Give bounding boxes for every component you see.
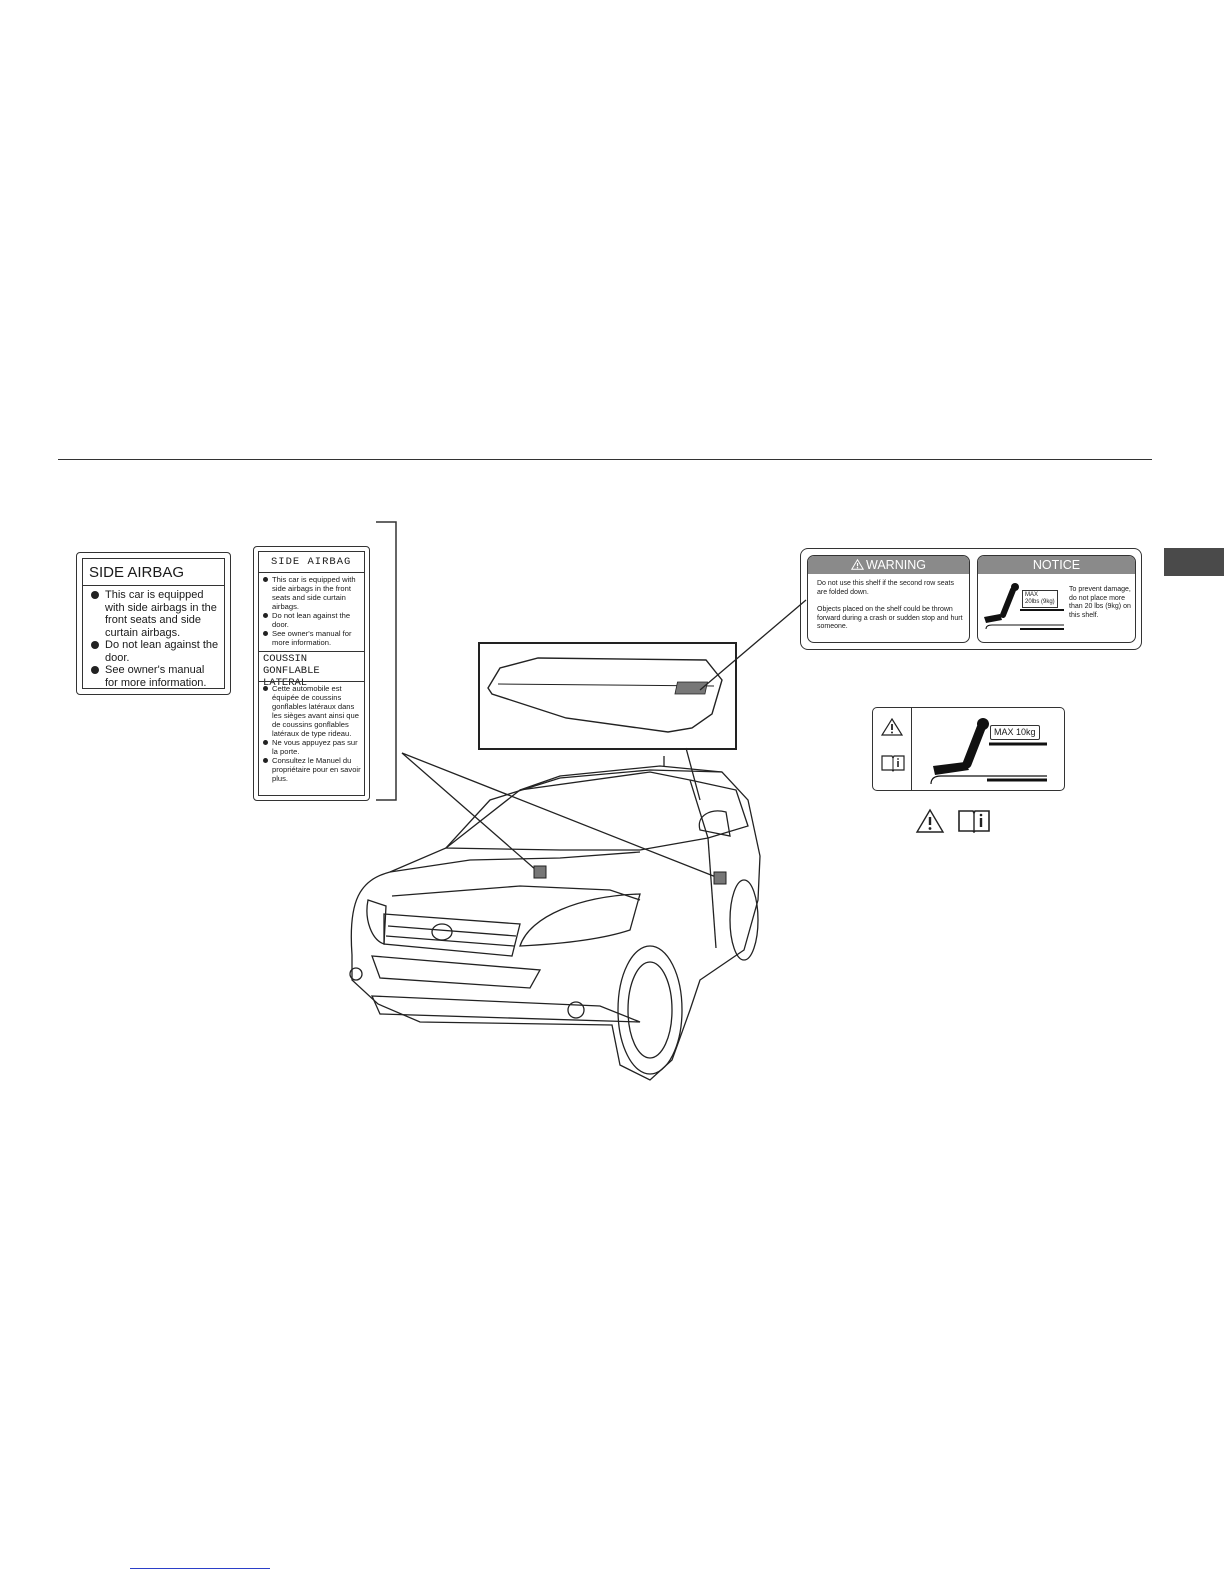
seat-load-pictogram [984,583,1064,630]
fog-light-left [349,967,363,981]
side-mirror [698,810,731,837]
label-divider [259,681,364,682]
label-title: SIDE AIRBAG [89,564,185,581]
notice-text: To prevent damage, do not place more tha… [1069,586,1131,619]
leader-line-front-label [401,752,537,871]
bullet-dot-icon [91,666,99,674]
label-bullet: Cette automobile est équipée de coussins… [262,684,362,738]
warning-triangle-icon [881,718,903,736]
bullet-dot-icon [263,613,268,618]
label-location-marker [713,871,727,885]
notice-max-tag: MAX 20lbs (9kg) [1022,590,1058,608]
label-bullets-french: Cette automobile est équipée de coussins… [262,684,362,783]
footer-link-underline [130,1568,270,1569]
seat-cushion-shape [933,762,969,775]
seat-back-shape [1000,587,1016,618]
label-divider [259,572,364,573]
side-window-outline [689,779,749,839]
label-divider [83,585,224,586]
label-bullet: Consultez le Manuel du propriétaire pour… [262,756,362,783]
notice-panel: NOTICE MAX 20lbs (9kg) To prevent damage… [977,555,1136,643]
label-bullet: Do not lean against the door. [262,611,362,629]
seat-back-shape [962,723,986,769]
label-bullet: This car is equipped with side airbags i… [89,589,220,639]
label-title-french: COUSSIN GONFLABLE LATERAL [263,653,320,689]
bullet-dot-icon [91,641,99,649]
side-airbag-label-english: SIDE AIRBAG This car is equipped with si… [76,552,231,695]
fog-light-right [567,1001,585,1019]
label-divider [911,708,912,790]
seat-cushion-shape [984,614,1002,623]
max-load-tag: MAX 10kg [990,725,1040,740]
label-divider [259,651,364,652]
warning-text-1: Do not use this shelf if the second row … [817,580,954,596]
bullet-dot-icon [263,686,268,691]
lower-grille-outline [371,955,542,989]
headlight-left [366,899,387,945]
warning-triangle-icon [915,808,945,833]
owners-manual-icon [881,755,905,772]
front-wheel-hub [627,961,673,1059]
label-bullet: See owner's manual for more information. [89,664,220,689]
label-bullet: Ne vous appuyez pas sur la porte. [262,738,362,756]
headlight-right [519,893,641,947]
leader-line-door-label [401,752,717,878]
chapter-tab [1164,548,1224,576]
seat-load-pictogram [930,718,1047,785]
headrest-shape [1011,583,1019,591]
shelf-label-marker [674,681,708,695]
cargo-shelf-outline [487,657,723,733]
label-title-english: SIDE AIRBAG [271,556,352,568]
vehicle-body-outline [350,769,761,1081]
bullet-dot-icon [263,577,268,582]
label-inner-frame: SIDE AIRBAG This car is equipped with si… [258,551,365,796]
windshield-outline [444,771,709,851]
bullet-dot-icon [91,591,99,599]
grille-bar [385,935,515,947]
floor-line [930,775,1047,785]
symbol-legend [915,808,991,839]
label-bullet: Do not lean against the door. [89,639,220,664]
label-inner-frame: SIDE AIRBAG This car is equipped with si… [82,558,225,689]
leader-line-shelf-inset [685,747,701,801]
roof-rail [519,765,723,791]
owners-manual-icon [958,810,991,834]
hood-edge [389,851,641,873]
warning-text-2: Objects placed on the shelf could be thr… [817,606,963,630]
label-location-marker [533,865,547,879]
notice-header: NOTICE [978,556,1135,574]
cargo-shelf-pictogram-label: MAX 10kg [872,707,1065,791]
warning-triangle-icon [850,558,865,570]
side-airbag-label-bilingual: SIDE AIRBAG This car is equipped with si… [253,546,370,801]
headrest-shape [977,718,989,730]
label-group-bracket [376,521,397,801]
label-bullets: This car is equipped with side airbags i… [89,589,220,689]
bumper-outline [370,995,641,1023]
cargo-shelf-warning-label: WARNING Do not use this shelf if the sec… [800,548,1142,650]
warning-panel: WARNING Do not use this shelf if the sec… [807,555,970,643]
bullet-dot-icon [263,740,268,745]
label-bullets-english: This car is equipped with side airbags i… [262,575,362,647]
leader-line-shelf-label [699,599,807,691]
bullet-dot-icon [263,758,268,763]
front-wheel-right [617,945,683,1075]
grille-outline [383,913,521,957]
warning-header: WARNING [808,556,969,574]
label-bullet: This car is equipped with side airbags i… [262,575,362,611]
bullet-dot-icon [263,631,268,636]
cargo-shelf-inset [478,642,737,750]
floor-line [985,624,1064,630]
brand-emblem-icon [431,923,453,941]
rear-wheel [729,879,759,961]
door-edge-line [707,837,717,949]
section-divider-line [58,459,1152,460]
label-bullet: See owner's manual for more information. [262,629,362,647]
